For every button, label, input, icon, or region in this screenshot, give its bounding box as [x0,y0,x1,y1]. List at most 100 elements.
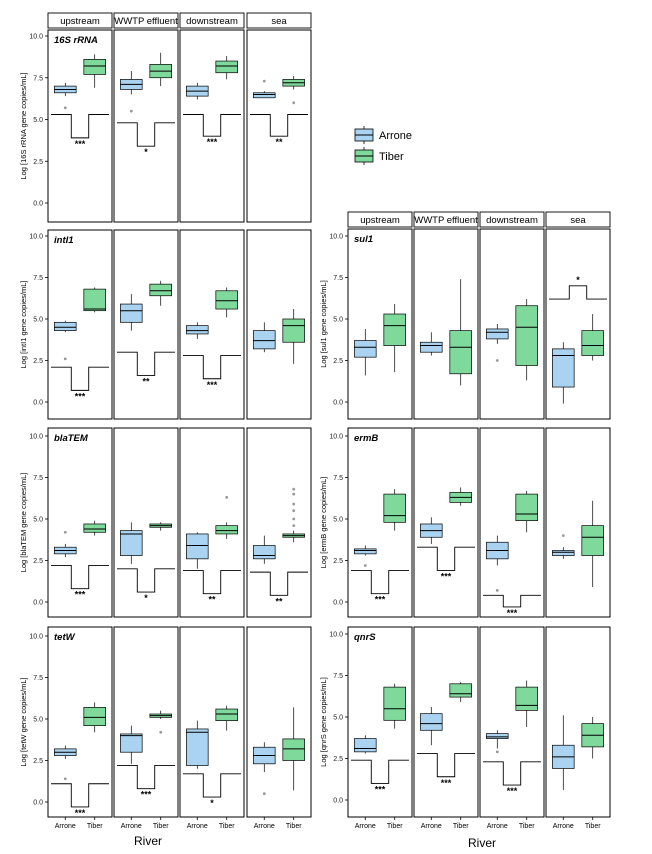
box-iqr [354,738,377,753]
outlier-point [262,79,266,83]
box-arrone [486,323,509,362]
significance-bracket: * [183,773,241,808]
box-iqr [383,493,406,523]
outlier-point [159,730,163,734]
panel-ermb-downstream: *** [479,427,545,618]
y-tick-label: 7.5 [333,673,343,680]
panel-frame [113,229,179,420]
legend: Arrone Tiber [354,126,412,165]
y-tick-label: 10.0 [29,434,43,441]
site-strip-label: WWTP effluent [414,215,478,226]
box-iqr [515,686,538,711]
site-strip-box [246,12,312,29]
y-tick-label: 10.0 [29,34,43,41]
gene-title: intI1 [54,235,74,246]
significance-label: *** [507,786,518,796]
box-iqr [215,525,238,535]
x-tick-label: Arrone [121,823,142,830]
y-axis-label: Log [blaTEM gene copies/mL] [19,473,28,573]
y-tick-label: 5.0 [33,117,43,124]
panel-tetw-wwtp-effluent: *** [113,626,179,818]
y-tick-label: 0.0 [333,600,343,607]
y-tick-label: 0.0 [33,600,43,607]
box-arrone [54,530,77,558]
y-tick-label: 7.5 [33,75,43,82]
panel-frame [113,626,179,818]
box-tiber [282,309,305,364]
box-tiber [515,680,538,727]
box-tiber [282,707,305,791]
bracket-line [250,571,308,596]
box-arrone [486,730,509,754]
bracket-line [483,594,541,608]
panel-frame [413,228,479,420]
significance-label: * [576,275,580,285]
x-tick-label: Tiber [286,823,302,830]
box-tiber [581,314,604,361]
box-arrone [552,715,575,791]
y-tick-label: 0.0 [33,400,43,407]
box-iqr [581,525,604,556]
bracket-line [183,114,241,137]
box-tiber [581,717,604,759]
box-iqr [149,283,172,297]
box-iqr [552,348,575,388]
panel-blatem-downstream: ** [179,427,245,618]
y-tick-label: 0.0 [333,798,343,805]
y-axis-label: Log [intI1 gene copies/mL] [19,281,28,369]
box-iqr [215,60,238,74]
box-iqr [515,493,538,522]
box-arrone [552,534,575,559]
panel-16s-rrna-downstream: *** [179,29,245,223]
box-arrone [186,532,209,569]
box-tiber [215,496,238,539]
box-tiber [215,705,238,731]
box-iqr [486,328,509,340]
bracket-line [351,759,409,784]
box-iqr [83,59,106,75]
y-tick-label: 10.0 [329,434,343,441]
box-tiber [149,522,172,531]
y-axis-label: Log [16S rRNA gene copies/mL] [19,72,28,179]
significance-label: * [144,147,148,157]
box-arrone [186,82,209,100]
box-arrone [420,517,443,544]
outlier-point [63,357,67,361]
significance-label: *** [75,808,86,818]
significance-label: ** [142,376,150,386]
outlier-point [225,496,229,499]
box-arrone [186,720,209,769]
outlier-point [63,777,67,781]
panel-ermb-wwtp-effluent: *** [413,427,479,618]
panel-ermb-sea [545,427,611,618]
box-tiber [149,280,172,306]
box-iqr [552,550,575,556]
significance-bracket: *** [51,366,109,401]
bracket-line [250,114,308,137]
outlier-point [363,564,367,567]
box-iqr [354,548,377,555]
site-strip-left-downstream: downstream [179,12,245,29]
significance-bracket: ** [183,570,241,605]
significance-bracket: *** [183,114,241,147]
site-strip-label: upstream [60,16,100,27]
x-tick-label: Arrone [553,823,574,830]
outlier-point [495,359,499,362]
box-iqr [253,92,276,99]
box-iqr [253,545,276,560]
box-arrone [54,320,77,361]
bracket-line [51,114,109,139]
significance-label: *** [375,784,386,794]
outlier-point [63,530,67,534]
y-tick-label: 10.0 [29,634,43,641]
significance-bracket: *** [183,355,241,390]
bracket-line [117,765,175,790]
y-tick-label: 2.5 [33,159,43,166]
box-iqr [54,321,77,331]
box-tiber [215,287,238,318]
box-iqr [449,683,472,698]
